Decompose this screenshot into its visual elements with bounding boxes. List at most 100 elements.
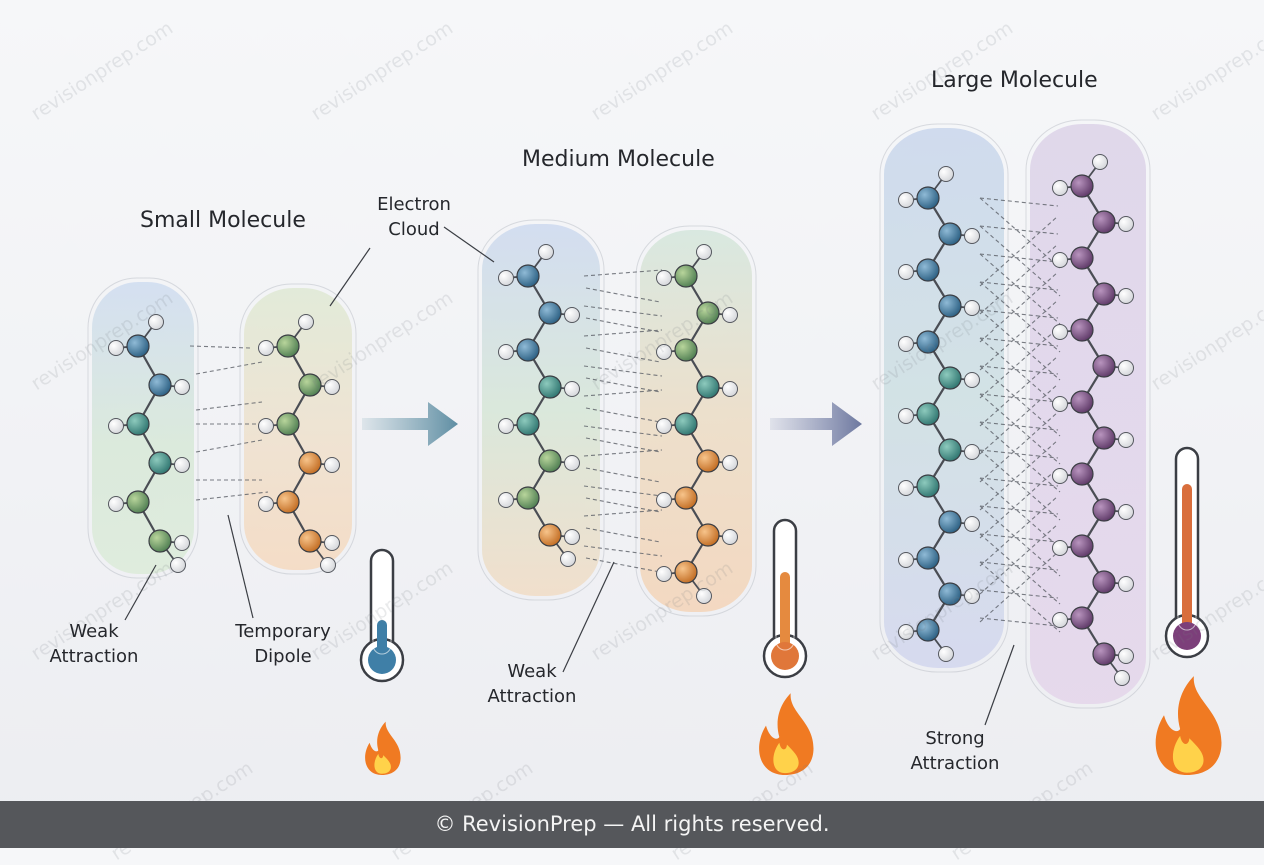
attraction-line (979, 505, 1061, 577)
attraction-line (979, 477, 1059, 487)
attraction-line (979, 337, 1059, 347)
hydrogen-atom (1118, 288, 1134, 304)
hydrogen-atom (898, 264, 914, 280)
hydrogen-atom (1118, 648, 1134, 664)
thermometer-icon (359, 548, 405, 683)
attraction-line (979, 337, 1061, 409)
carbon-atom (126, 490, 150, 514)
carbon-atom (148, 529, 172, 553)
attraction-line (195, 491, 269, 501)
hydrogen-atom (898, 336, 914, 352)
hydrogen-atom (174, 535, 190, 551)
carbon-atom (298, 451, 322, 475)
attraction-line (979, 421, 1061, 493)
hydrogen-atom (964, 516, 980, 532)
attraction-line (979, 243, 1059, 315)
hydrogen-atom (656, 344, 672, 360)
hydrogen-atom (1052, 612, 1068, 628)
attraction-line (979, 309, 1061, 381)
hydrogen-atom (722, 381, 738, 397)
carbon-atom (1092, 570, 1116, 594)
flame-icon (365, 721, 401, 775)
attraction-line (979, 197, 1059, 207)
hydrogen-atom (656, 492, 672, 508)
attraction-line (979, 393, 1061, 465)
carbon-atom (696, 523, 720, 547)
attraction-line (979, 281, 1061, 353)
attraction-line (583, 545, 663, 557)
arrow-right-icon (770, 402, 862, 446)
hydrogen-atom (1118, 216, 1134, 232)
attraction-line (583, 449, 663, 457)
carbon-atom (1092, 282, 1116, 306)
hydrogen-atom (564, 381, 580, 397)
molecule-chain (108, 314, 190, 573)
attraction-line (979, 365, 1061, 437)
attraction-line (585, 557, 661, 573)
hydrogen-atom (722, 455, 738, 471)
molecule-chain (258, 314, 340, 573)
hydrogen-atom (1052, 324, 1068, 340)
attraction-line (979, 215, 1059, 287)
attraction-line (979, 533, 1061, 605)
hydrogen-atom (564, 455, 580, 471)
hydrogen-atom (498, 492, 514, 508)
attraction-line (583, 365, 663, 377)
attraction-line (585, 527, 661, 543)
hydrogen-atom (324, 457, 340, 473)
attraction-line (585, 317, 661, 333)
carbon-atom (916, 474, 940, 498)
attraction-line (979, 225, 1059, 235)
attraction-line (979, 309, 1059, 319)
attraction-line (979, 281, 1059, 291)
attraction-line (583, 389, 663, 397)
attraction-line (979, 439, 1059, 511)
carbon-atom (516, 412, 540, 436)
hydrogen-atom (324, 535, 340, 551)
hydrogen-atom (898, 408, 914, 424)
hydrogen-atom (1118, 504, 1134, 520)
carbon-atom (696, 375, 720, 399)
molecule-chain (498, 244, 580, 567)
carbon-atom (674, 338, 698, 362)
attraction-line (583, 269, 663, 277)
molecule-chain (1052, 154, 1134, 686)
attraction-line (979, 449, 1059, 459)
carbon-atom (276, 490, 300, 514)
attraction-line (979, 197, 1061, 269)
carbon-atom (1070, 246, 1094, 270)
thermometer-icon (1164, 446, 1210, 659)
hydrogen-atom (1052, 468, 1068, 484)
hydrogen-atom (108, 340, 124, 356)
carbon-atom (938, 438, 962, 462)
attraction-line (585, 497, 661, 513)
carbon-atom (1092, 354, 1116, 378)
carbon-atom (938, 222, 962, 246)
carbon-atom (126, 334, 150, 358)
hydrogen-atom (174, 379, 190, 395)
attraction-line (979, 365, 1059, 375)
hydrogen-atom (964, 444, 980, 460)
hydrogen-atom (498, 270, 514, 286)
carbon-atom (916, 618, 940, 642)
carbon-atom (938, 582, 962, 606)
hydrogen-atom (498, 418, 514, 434)
carbon-atom (1092, 498, 1116, 522)
carbon-atom (1070, 534, 1094, 558)
attraction-line (979, 253, 1061, 325)
carbon-atom (938, 366, 962, 390)
electron-cloud (1030, 124, 1146, 704)
molecule-chain (898, 166, 980, 662)
attraction-line (585, 407, 661, 423)
attraction-line (979, 523, 1059, 595)
attraction-line (979, 505, 1059, 515)
attraction-line (979, 551, 1059, 623)
arrow-right-icon (362, 402, 458, 446)
hydrogen-atom (1118, 432, 1134, 448)
carbon-atom (298, 373, 322, 397)
carbon-atom (298, 529, 322, 553)
